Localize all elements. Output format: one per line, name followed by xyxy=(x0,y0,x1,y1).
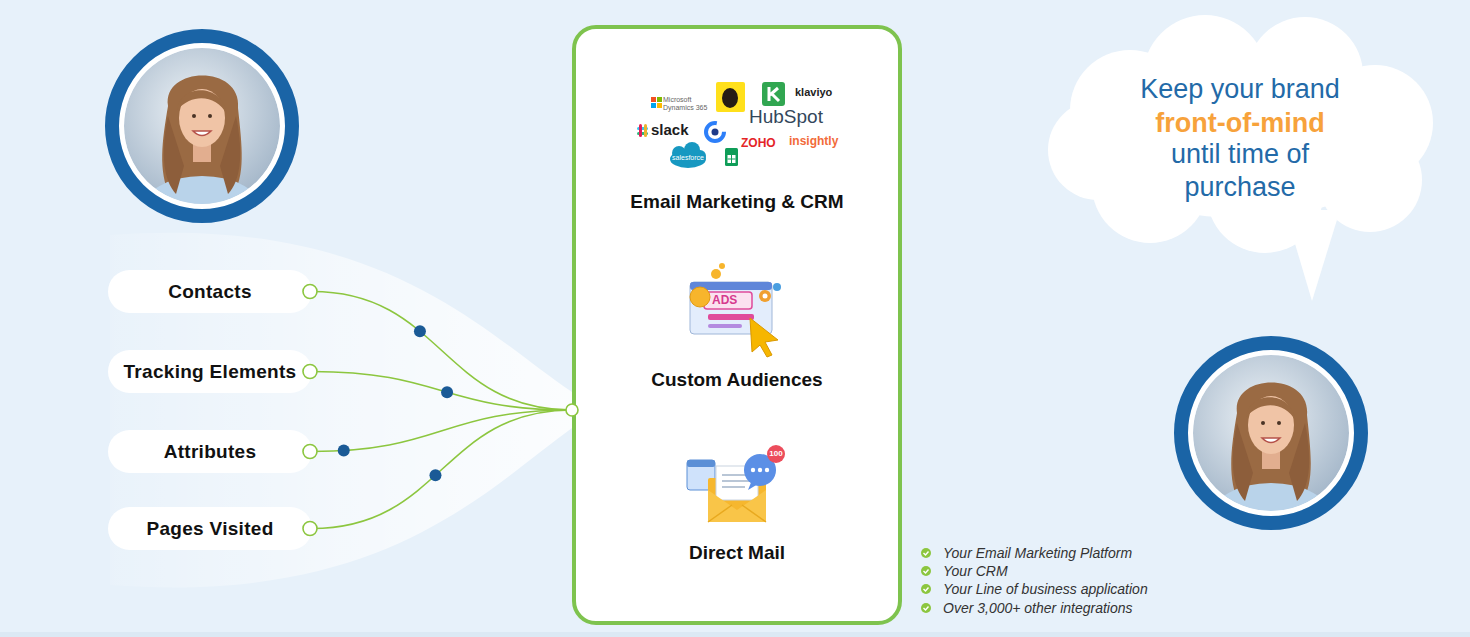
logo-text: slack xyxy=(651,121,689,138)
channel-title: Custom Audiences xyxy=(576,368,898,392)
callout-cloud: Keep your brandfront-of-minduntil time o… xyxy=(1040,15,1440,305)
logo-text: ZOHO xyxy=(741,136,776,150)
bullet-checks xyxy=(921,548,931,613)
logo-text: Microsoft Dynamics 365 xyxy=(663,96,709,112)
connector-curve xyxy=(312,410,572,451)
logo-text: insightly xyxy=(789,134,838,148)
flow-dot xyxy=(441,386,453,398)
portrait xyxy=(112,36,292,244)
connector-curve xyxy=(312,372,572,411)
check-mark xyxy=(924,552,929,611)
icon-text: ADS xyxy=(712,293,737,307)
source-pill: Pages Visited xyxy=(108,507,312,550)
cloud-text: until time of purchase xyxy=(1135,138,1345,204)
bullet-item: Your Line of business application xyxy=(943,581,1148,597)
integration-panel: Email Marketing & CRM Custom AudiencesDir… xyxy=(572,25,902,625)
bullet-item: Your Email Marketing Platform xyxy=(943,545,1132,561)
pill-label: Contacts xyxy=(108,281,312,303)
cloud-lobe xyxy=(1048,100,1148,200)
cloud-text: Keep your brand xyxy=(1040,73,1440,106)
connector-curve xyxy=(312,410,572,528)
cloud-text: front-of-mind xyxy=(1040,107,1440,140)
cloud-tail xyxy=(1285,210,1340,301)
flow-dot xyxy=(414,325,426,337)
bullet-item: Your CRM xyxy=(943,563,1008,579)
check-bullet xyxy=(921,603,931,613)
badge-number: 100 xyxy=(768,449,784,458)
bullet-item: Over 3,000+ other integrations xyxy=(943,600,1133,616)
channel-title: Email Marketing & CRM xyxy=(576,190,898,214)
portrait xyxy=(1181,343,1361,551)
flow-dot xyxy=(338,445,350,457)
connector-curve xyxy=(312,292,572,411)
channel-title: Direct Mail xyxy=(576,541,898,565)
pill-label: Attributes xyxy=(108,441,312,463)
source-pill: Attributes xyxy=(108,430,312,473)
logo-text: salesforce xyxy=(672,154,704,162)
check-bullet xyxy=(921,566,931,576)
check-bullet xyxy=(921,584,931,594)
source-pill: Contacts xyxy=(108,270,312,313)
logo-text: klaviyo xyxy=(795,86,832,99)
flow-dot xyxy=(429,469,441,481)
logo-text: HubSpot xyxy=(749,106,823,128)
source-pill: Tracking Elements xyxy=(108,350,312,393)
bottom-band xyxy=(0,632,1470,637)
pill-label: Tracking Elements xyxy=(108,361,312,383)
check-bullet xyxy=(921,548,931,558)
pill-label: Pages Visited xyxy=(108,518,312,540)
